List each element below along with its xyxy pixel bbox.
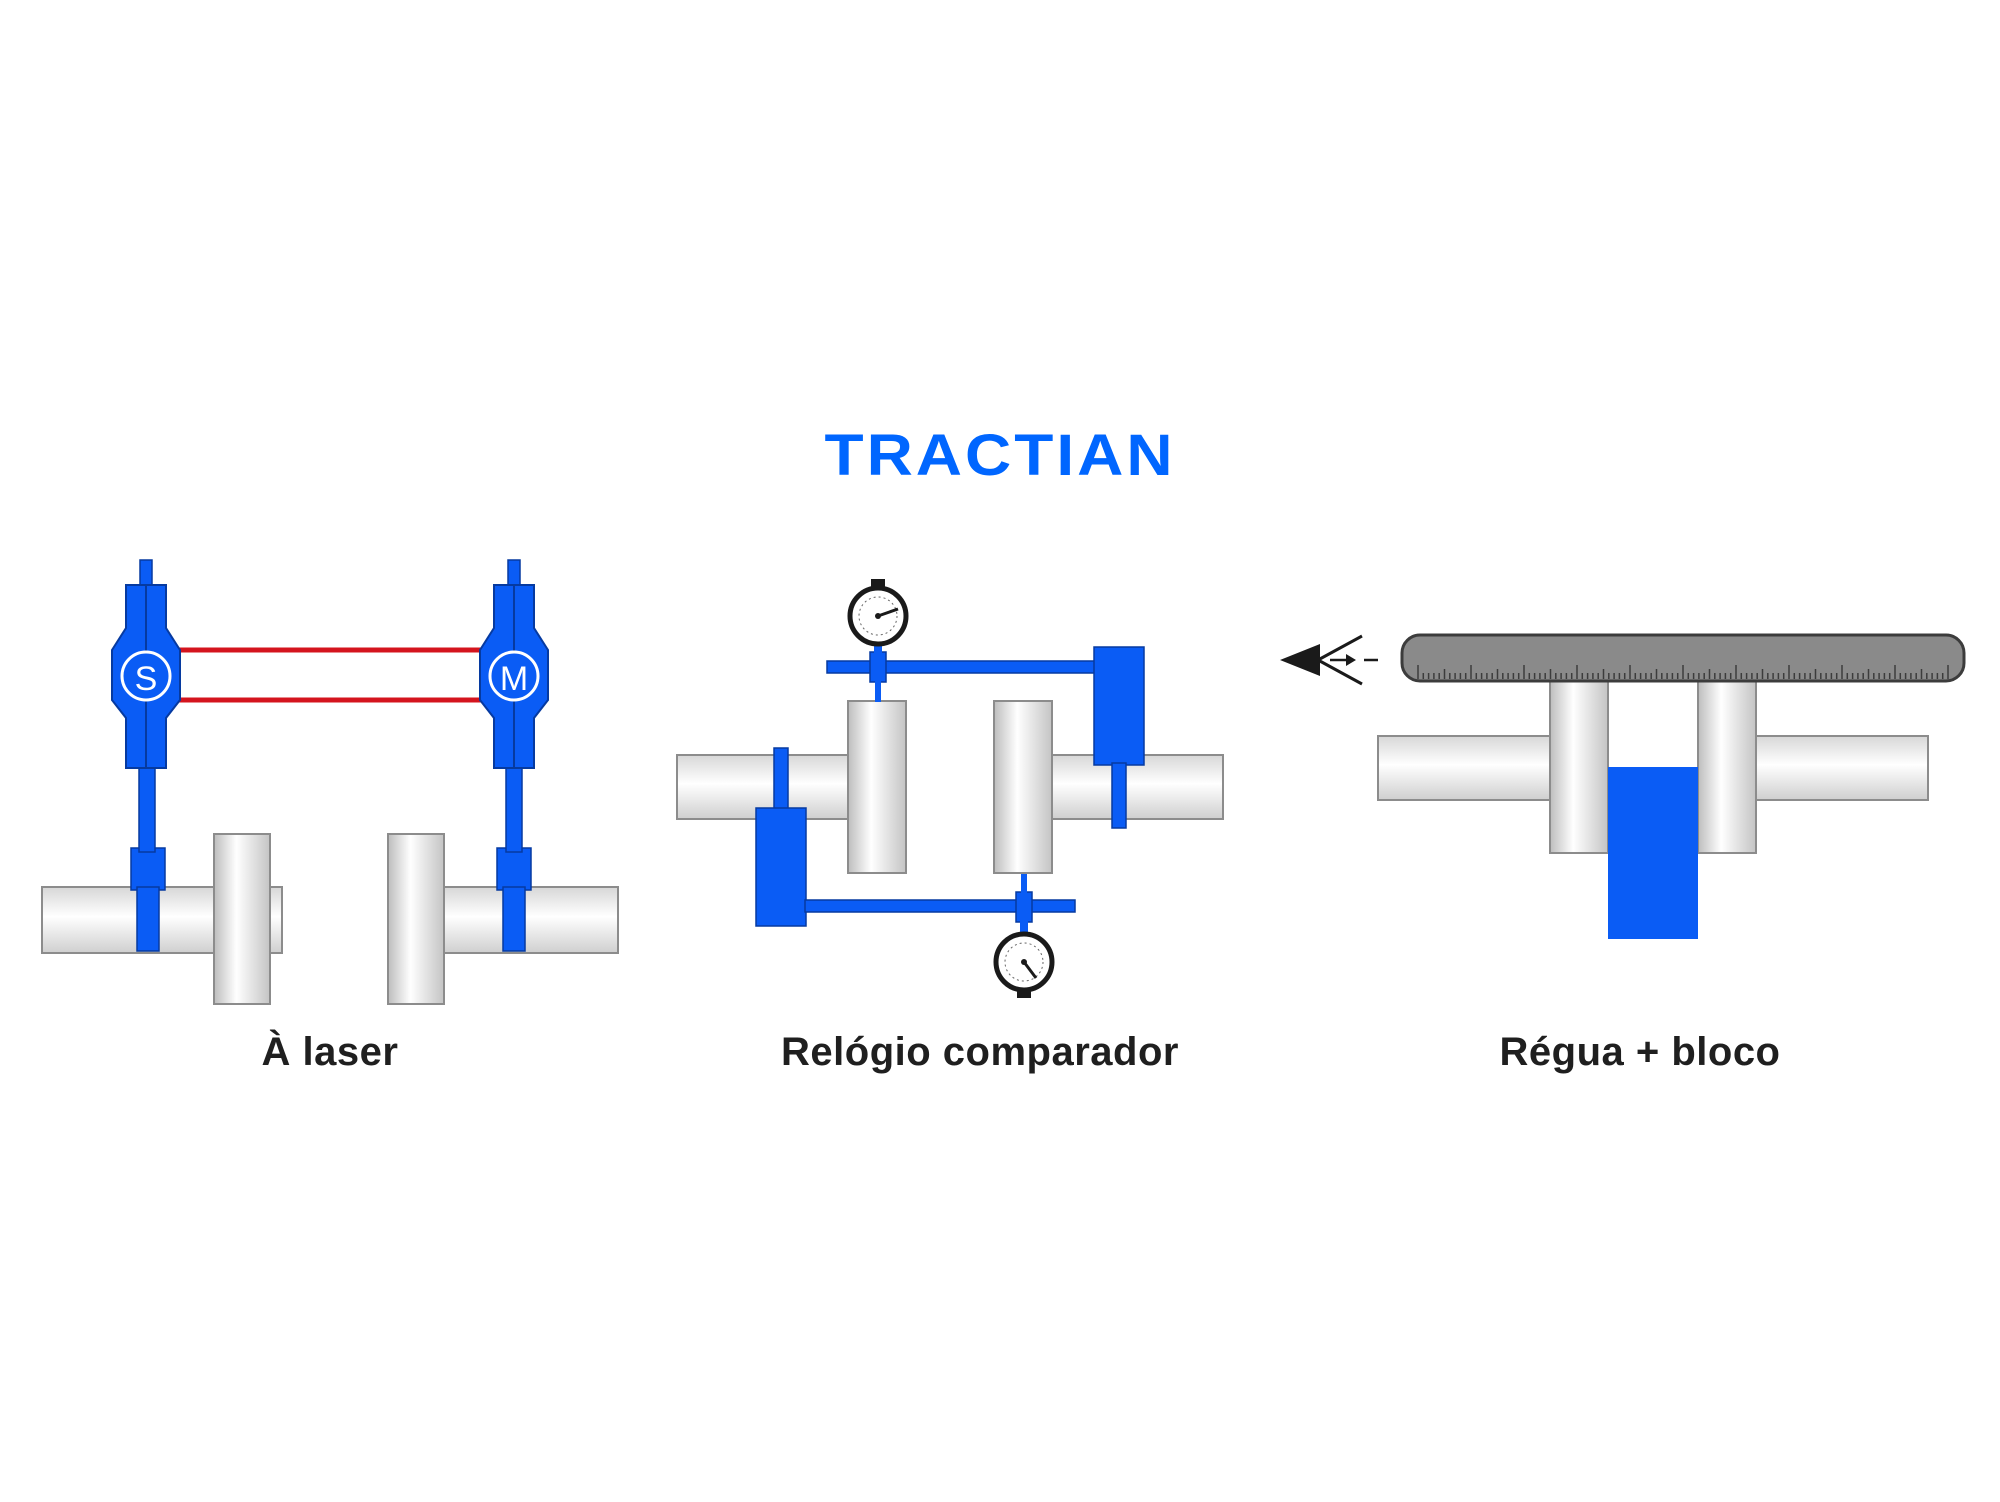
dial-gauge-icon	[993, 931, 1055, 998]
right-coupling-hub	[1697, 680, 1757, 854]
right-coupling-hub	[387, 833, 445, 1005]
straightedge-method-illustration	[1280, 633, 1966, 939]
laser-sensor-s: S	[111, 559, 181, 952]
left-coupling-hub	[213, 833, 271, 1005]
caption-dial-indicator: Relógio comparador	[781, 1030, 1179, 1074]
caption-straightedge: Régua + bloco	[1499, 1030, 1781, 1074]
gauge-block	[1608, 767, 1698, 939]
dial-indicator-method-illustration	[676, 579, 1224, 998]
tractian-logo: TRACTIAN	[824, 421, 1176, 489]
left-coupling-hub	[847, 700, 907, 874]
right-shaft	[1749, 735, 1929, 801]
left-shaft	[1377, 735, 1565, 801]
left-coupling-hub	[1549, 680, 1609, 854]
laser-method-illustration: S M	[41, 559, 619, 1005]
eye-icon	[1280, 634, 1378, 686]
right-coupling-hub	[993, 700, 1053, 874]
caption-laser: À laser	[261, 1030, 399, 1074]
sensor-s-label: S	[135, 660, 158, 698]
sensor-m-label: M	[500, 660, 528, 698]
dial-gauge-icon	[847, 579, 909, 647]
laser-sensor-m: M	[479, 559, 549, 952]
ruler-icon	[1400, 633, 1966, 683]
